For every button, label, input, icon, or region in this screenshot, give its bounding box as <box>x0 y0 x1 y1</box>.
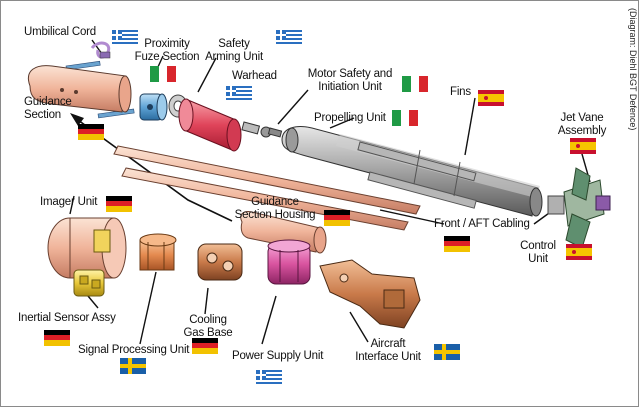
flag-sweden-signal <box>120 358 146 374</box>
flag-germany-imager <box>106 196 132 212</box>
label-umbilical-cord: Umbilical Cord <box>24 26 96 38</box>
label-signal-processing: Signal Processing Unit <box>78 344 190 356</box>
inertial-sensor-part <box>73 269 105 297</box>
umbilical-cord-part <box>90 41 111 59</box>
label-jet-vane-line1: Jet Vane <box>560 112 604 124</box>
flag-germany-cabling <box>444 236 470 252</box>
flag-germany-housing <box>324 210 350 226</box>
credit-vertical: (Diagram: Diehl BGT Defence) <box>626 8 640 268</box>
power-supply-part <box>267 239 311 285</box>
imager-unit-part <box>47 217 127 279</box>
flag-greece-power <box>256 370 282 386</box>
label-motor-safety: Motor Safety and Initiation Unit <box>300 68 400 94</box>
guidance-section-part <box>28 65 132 113</box>
label-fins: Fins <box>450 86 471 98</box>
aircraft-interface-part <box>319 259 421 329</box>
flag-germany-guidance <box>78 124 104 140</box>
label-propelling-unit: Propelling Unit <box>314 112 386 124</box>
label-jet-vane-line2: Assembly <box>557 125 607 137</box>
label-motor-safety-line1: Motor Safety and <box>307 68 393 80</box>
label-aircraft-interface: Aircraft Interface Unit <box>346 338 430 364</box>
proximity-fuze-part <box>139 93 168 121</box>
label-aircraft-interface-line2: Interface Unit <box>355 351 421 363</box>
motor-safety-part <box>241 121 283 138</box>
label-proximity-fuze-line1: Proximity <box>144 38 190 50</box>
label-guidance-section-line1: Guidance <box>24 96 72 108</box>
flag-spain-control <box>566 244 592 260</box>
flag-greece-warhead <box>226 86 252 102</box>
jet-vane-assembly-part <box>547 167 611 249</box>
label-safety-arming-line2: Arming Unit <box>205 51 263 63</box>
label-imager-unit: Imager Unit <box>40 196 98 208</box>
housing-arrow <box>70 113 233 222</box>
label-control-unit-line2: Unit <box>528 253 548 265</box>
flags <box>44 30 596 386</box>
flag-sweden-aircraft <box>434 344 460 360</box>
flag-germany-inertial <box>44 330 70 346</box>
label-control-unit-line1: Control <box>520 240 556 252</box>
label-guidance-housing-line1: Guidance <box>251 196 299 208</box>
label-safety-arming: Safety Arming Unit <box>198 38 270 64</box>
label-jet-vane: Jet Vane Assembly <box>552 112 612 138</box>
label-guidance-section: Guidance Section <box>24 96 72 122</box>
label-guidance-section-line2: Section <box>24 109 61 121</box>
label-guidance-housing-line2: Section Housing <box>234 209 316 221</box>
label-inertial-sensor: Inertial Sensor Assy <box>18 312 116 324</box>
flag-spain-jetvane <box>570 138 596 154</box>
flag-italy-proximity <box>150 66 176 82</box>
label-control-unit: Control Unit <box>518 240 558 266</box>
label-power-supply: Power Supply Unit <box>232 350 324 362</box>
label-cooling-line1: Cooling <box>189 314 227 326</box>
flag-greece-umbilical <box>112 30 138 46</box>
flag-italy-propelling <box>392 110 418 126</box>
flag-greece-safety <box>276 30 302 46</box>
propelling-unit-part <box>281 126 543 217</box>
flag-spain-fins <box>478 90 504 106</box>
cooling-gas-base-part <box>197 243 243 281</box>
label-front-aft-cabling: Front / AFT Cabling <box>434 218 530 230</box>
label-warhead: Warhead <box>232 70 277 82</box>
label-proximity-fuze-line2: Fuze Section <box>134 51 200 63</box>
label-motor-safety-line2: Initiation Unit <box>318 81 382 93</box>
flag-italy-motor <box>402 76 428 92</box>
label-guidance-housing: Guidance Section Housing <box>230 196 320 222</box>
label-cooling-gas-base: Cooling Gas Base <box>178 314 238 340</box>
label-cooling-line2: Gas Base <box>183 327 233 339</box>
label-safety-arming-line1: Safety <box>218 38 250 50</box>
credit-text: (Diagram: Diehl BGT Defence) <box>628 8 638 131</box>
signal-processing-part <box>139 233 177 271</box>
warhead-part <box>178 98 242 152</box>
label-aircraft-interface-line1: Aircraft <box>370 338 406 350</box>
label-proximity-fuze: Proximity Fuze Section <box>132 38 202 64</box>
flag-germany-cooling <box>192 338 218 354</box>
